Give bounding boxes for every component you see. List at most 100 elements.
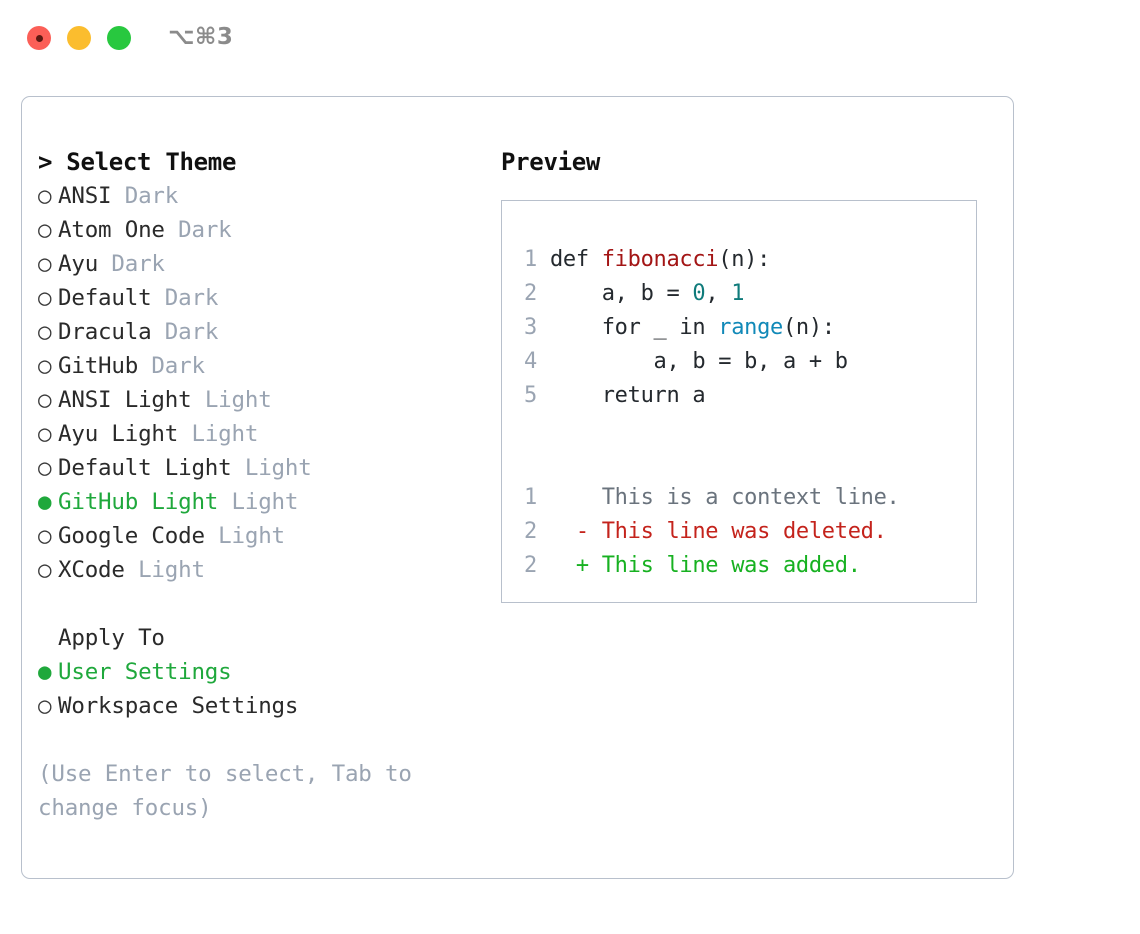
theme-option-label: Ayu Light	[58, 421, 179, 447]
apply-to-list: ●User Settings○Workspace Settings	[38, 655, 488, 723]
spacer	[38, 587, 488, 621]
preview-column: Preview 1 def fibonacci(n):2 a, b = 0, 1…	[501, 145, 1001, 603]
diff-gutter-space	[537, 485, 576, 510]
preview-title: Preview	[501, 148, 601, 176]
apply-to-option-label: Workspace Settings	[58, 693, 299, 719]
theme-selector-column: > Select Theme ○ANSI Dark○Atom One Dark○…	[38, 145, 488, 825]
code-line-number: 1	[524, 247, 537, 272]
theme-option-kind: Light	[191, 387, 272, 413]
diff-line-number: 2	[524, 553, 537, 578]
code-token-plain: (n):	[782, 315, 835, 340]
theme-option-kind: Dark	[111, 183, 179, 209]
radio-unselected-icon: ○	[38, 421, 52, 447]
spacer	[524, 413, 976, 447]
code-gutter-space	[537, 349, 550, 374]
radio-unselected-icon: ○	[38, 285, 52, 311]
diff-line-added: 2 + This line was added.	[524, 549, 976, 583]
titlebar: ⌥⌘3	[0, 0, 1140, 78]
theme-option-label: Default Light	[58, 455, 232, 481]
spacer	[524, 447, 976, 481]
minimize-window-button[interactable]	[67, 26, 91, 50]
radio-unselected-icon: ○	[38, 523, 52, 549]
theme-list: ○ANSI Dark○Atom One Dark○Ayu Dark○Defaul…	[38, 179, 488, 587]
code-gutter-space	[537, 281, 550, 306]
diff-gutter-space	[537, 553, 576, 578]
theme-option-atom-one[interactable]: ○Atom One Dark	[38, 213, 488, 247]
code-line: 5 return a	[524, 379, 976, 413]
theme-option-default-light[interactable]: ○Default Light Light	[38, 451, 488, 485]
radio-unselected-icon: ○	[38, 557, 52, 583]
diff-line-deleted: 2 - This line was deleted.	[524, 515, 976, 549]
apply-to-label: Apply To	[58, 625, 165, 651]
radio-unselected-icon: ○	[38, 251, 52, 277]
maximize-window-button[interactable]	[107, 26, 131, 50]
radio-selected-icon: ●	[38, 659, 52, 685]
apply-to-option-label: User Settings	[58, 659, 232, 685]
code-gutter-space	[537, 247, 550, 272]
theme-option-kind: Light	[204, 523, 285, 549]
theme-option-label: Default	[58, 285, 152, 311]
code-token-num: 0	[692, 281, 706, 306]
theme-option-kind: Dark	[164, 217, 232, 243]
code-line-number: 2	[524, 281, 537, 306]
theme-option-github-light[interactable]: ●GitHub Light Light	[38, 485, 488, 519]
diff-line-text: This line was added.	[588, 553, 861, 578]
code-line: 1 def fibonacci(n):	[524, 243, 976, 277]
theme-option-kind: Light	[218, 489, 299, 515]
code-token-plain: a, b =	[549, 281, 693, 306]
code-token-plain: def	[549, 247, 602, 272]
radio-unselected-icon: ○	[38, 183, 52, 209]
radio-unselected-icon: ○	[38, 693, 52, 719]
code-line-number: 5	[524, 383, 537, 408]
theme-option-xcode[interactable]: ○XCode Light	[38, 553, 488, 587]
theme-option-ansi-light[interactable]: ○ANSI Light Light	[38, 383, 488, 417]
apply-to-option-user-settings[interactable]: ●User Settings	[38, 655, 488, 689]
code-line: 2 a, b = 0, 1	[524, 277, 976, 311]
diff-line-text: This line was deleted.	[588, 519, 887, 544]
code-line-number: 3	[524, 315, 537, 340]
theme-option-kind: Light	[231, 455, 312, 481]
radio-unselected-icon: ○	[38, 353, 52, 379]
theme-option-label: XCode	[58, 557, 125, 583]
diff-marker-icon	[576, 485, 589, 510]
theme-option-label: ANSI Light	[58, 387, 192, 413]
radio-unselected-icon: ○	[38, 387, 52, 413]
code-gutter-space	[537, 383, 550, 408]
diff-line-text: This is a context line.	[588, 485, 900, 510]
code-token-builtin: range	[718, 315, 783, 340]
diff-sample: 1 This is a context line.2 - This line w…	[524, 481, 976, 583]
close-window-button[interactable]	[27, 26, 51, 50]
theme-option-ansi[interactable]: ○ANSI Dark	[38, 179, 488, 213]
theme-option-label: ANSI	[58, 183, 112, 209]
theme-option-dracula[interactable]: ○Dracula Dark	[38, 315, 488, 349]
code-token-plain: for _ in	[549, 315, 719, 340]
diff-line-number: 1	[524, 485, 537, 510]
theme-option-ayu-light[interactable]: ○Ayu Light Light	[38, 417, 488, 451]
select-theme-header: > Select Theme	[38, 148, 237, 176]
theme-option-ayu[interactable]: ○Ayu Dark	[38, 247, 488, 281]
radio-unselected-icon: ○	[38, 319, 52, 345]
theme-option-github[interactable]: ○GitHub Dark	[38, 349, 488, 383]
theme-option-kind: Light	[124, 557, 205, 583]
code-token-fn: fibonacci	[601, 247, 719, 272]
code-token-plain: ,	[705, 281, 732, 306]
code-gutter-space	[537, 315, 550, 340]
radio-unselected-icon: ○	[38, 217, 52, 243]
traffic-lights	[27, 26, 131, 50]
theme-option-kind: Dark	[151, 285, 219, 311]
theme-option-kind: Dark	[151, 319, 219, 345]
diff-line-number: 2	[524, 519, 537, 544]
diff-line-context: 1 This is a context line.	[524, 481, 976, 515]
apply-to-option-workspace-settings[interactable]: ○Workspace Settings	[38, 689, 488, 723]
code-token-plain: return a	[549, 383, 706, 408]
theme-option-label: Atom One	[58, 217, 165, 243]
code-token-plain: a, b = b, a + b	[549, 349, 849, 374]
theme-option-kind: Dark	[98, 251, 165, 277]
radio-selected-icon: ●	[38, 489, 52, 515]
code-token-num: 1	[731, 281, 745, 306]
theme-option-default[interactable]: ○Default Dark	[38, 281, 488, 315]
content-panel: > Select Theme ○ANSI Dark○Atom One Dark○…	[21, 96, 1014, 879]
theme-option-google-code[interactable]: ○Google Code Light	[38, 519, 488, 553]
